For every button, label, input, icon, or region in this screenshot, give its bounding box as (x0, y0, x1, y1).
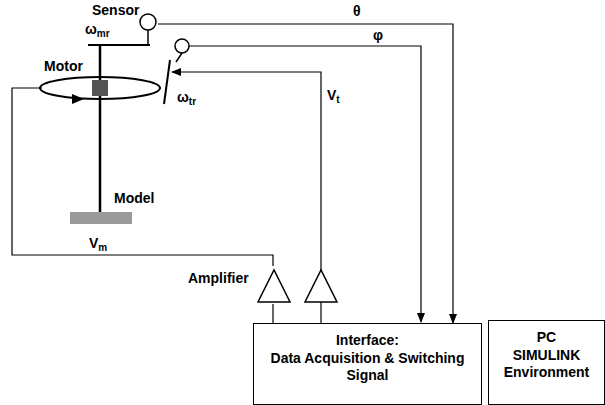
amplifier-symbol (305, 270, 337, 302)
model-shape (70, 212, 132, 224)
node-text: Model (114, 190, 154, 208)
amplifier: Amplifier (186, 266, 292, 304)
motor-shape (92, 80, 108, 96)
signal-wire (12, 88, 273, 266)
signal-label: ωmr (84, 22, 111, 39)
amplifier-shape (258, 270, 290, 302)
node-text: PC SIMULINK Environment (502, 329, 592, 382)
signal-wire (272, 304, 273, 323)
node-text: Sensor (92, 2, 139, 20)
tilt-sensor (175, 39, 189, 53)
interface-box: Interface:Data Acquisition & Switching S… (253, 323, 482, 405)
node-text: Amplifier (188, 270, 249, 288)
amp-wire (320, 302, 321, 323)
signal-label: ωtr (176, 90, 197, 107)
phi-wire (189, 46, 421, 322)
signal-label: φ (372, 28, 384, 43)
shaft (99, 45, 102, 212)
motor: Motor (42, 56, 112, 100)
tilt-stem (176, 53, 182, 62)
model: Model (70, 190, 162, 226)
node-text: Interface: (336, 332, 399, 350)
pc-box: PC SIMULINK Environment (488, 320, 605, 405)
sensor-shape (140, 14, 156, 30)
sensor-plate (88, 44, 150, 46)
node-text: Motor (44, 58, 83, 76)
signal-label: Vt (326, 88, 341, 105)
rotation-arrow (72, 94, 84, 104)
edge-label: θ (352, 4, 362, 19)
rotation-ring (40, 77, 160, 99)
edge-label: Vm (88, 236, 108, 253)
node-text: Data Acquisition & Switching Signal (264, 350, 471, 385)
sensor-stem (147, 30, 149, 45)
tilt-marker (164, 60, 170, 104)
signal-wire (158, 24, 453, 323)
vt-wire (172, 72, 321, 270)
